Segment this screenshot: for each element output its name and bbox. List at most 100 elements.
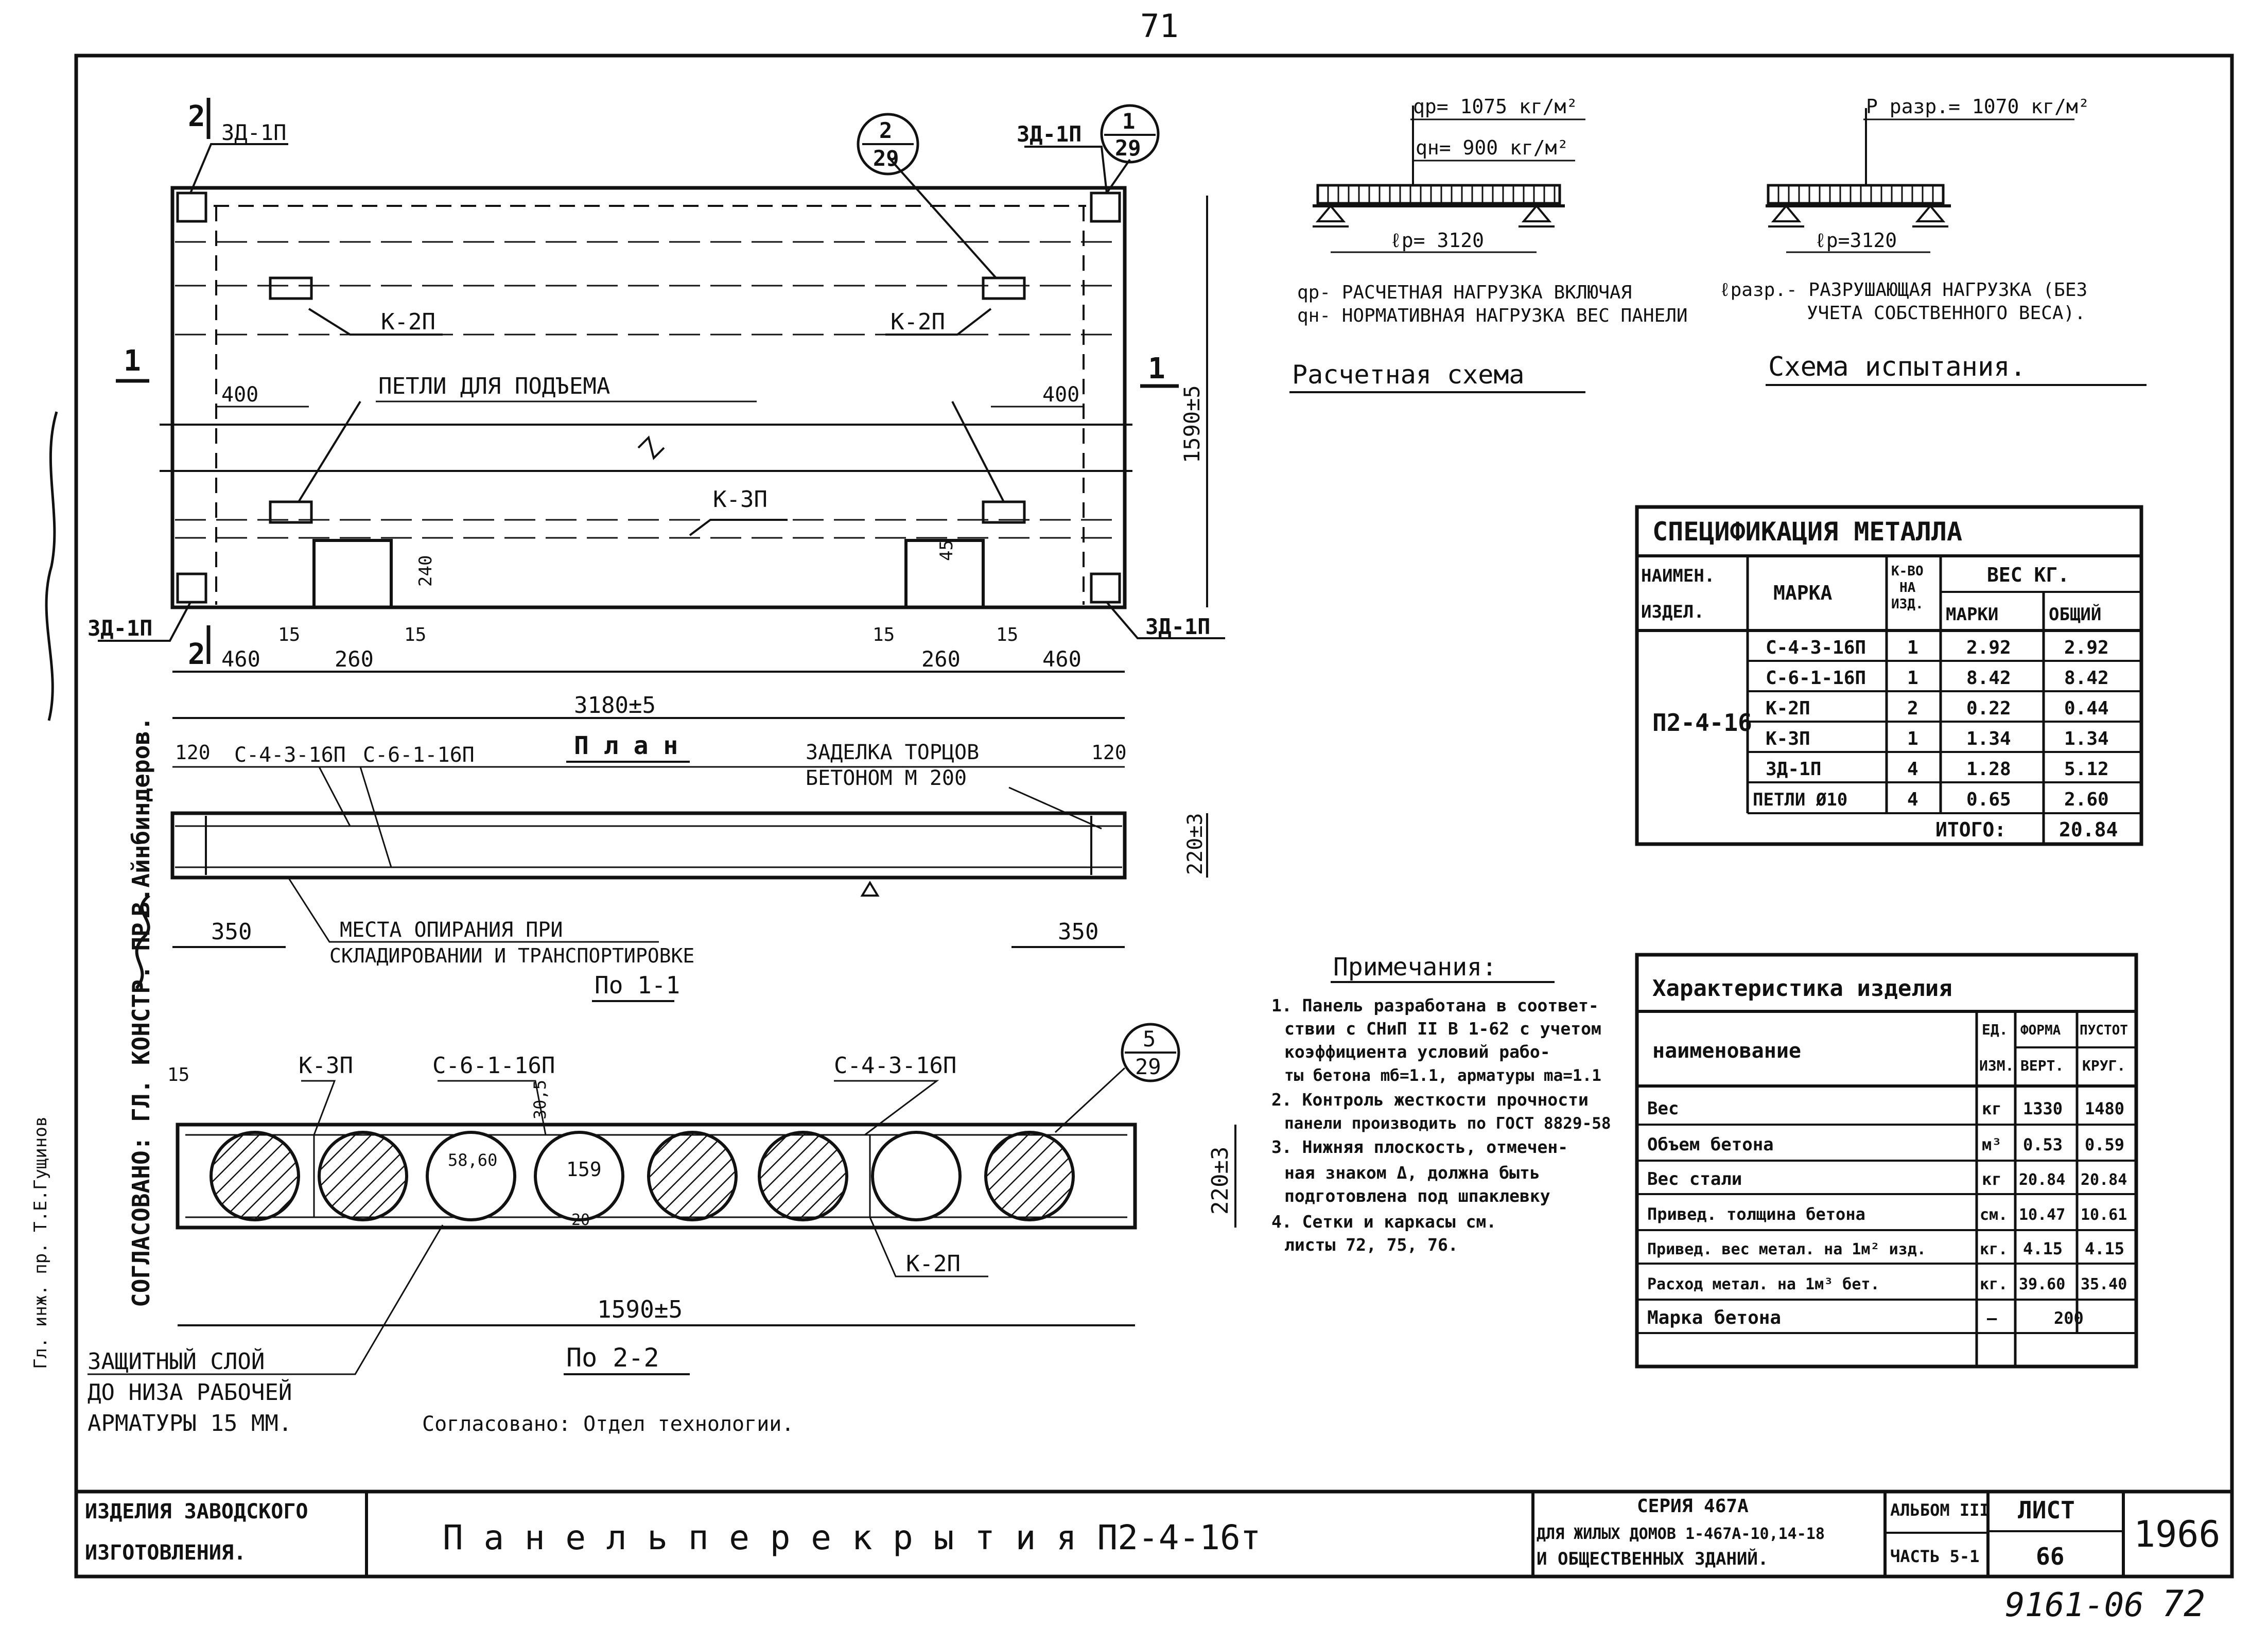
char-h-name: наименование [1652,1039,1801,1063]
spec-row-qty: 4 [1907,789,1918,810]
leader-loops-right [951,401,1005,502]
plan-caption: П л а н [574,731,678,760]
leader-zd-bottom-left [98,602,191,642]
dim-240: 240 [415,555,436,587]
dim-45: 45 [936,540,957,561]
note-line: 3. Нижняя плоскость, отмечен- [1271,1137,1568,1157]
page-number-top: 71 [1140,7,1179,45]
calc-support-left [1313,204,1349,227]
note-line: панели производить по ГОСТ 8829-58 [1284,1114,1611,1133]
leader-zd-bottom-right [1106,601,1225,639]
plan-break-mark [637,435,665,460]
char-row-v1: 200 [2054,1308,2084,1328]
s2-leader-cover [88,1224,444,1375]
tb-left-2: ИЗГОТОВЛЕНИЯ. [85,1541,246,1565]
spec-row-wm: 0.22 [1966,698,2011,719]
s2-leader-c4 [834,1080,939,1136]
spec-row-mark: 3Д-1П [1766,759,1821,780]
spec-outline [1635,505,2143,846]
char-row-unit: м³ [1982,1135,2002,1154]
page-number-bottom: 72 [2162,1583,2205,1625]
char-h-krug: КРУГ. [2082,1057,2125,1074]
s1-bottom-mark-triangle [860,881,880,897]
char-row-v2: 0.59 [2085,1135,2124,1154]
tb-album-1: АЛЬБОМ III [1890,1500,1990,1520]
spec-row-wt: 8.42 [2064,668,2109,689]
s1-leader-support [287,877,659,943]
dim-1590-plan: 1590±5 [1179,385,1205,463]
s2-leader-k2 [869,1217,988,1277]
lifting-loop-1 [269,276,313,300]
left-margin-stamps: СОГЛАСОВАНО: ГЛ. КОНСТР. ПР. В.Айнбиндер… [30,411,155,1369]
test-support-right [1912,204,1948,227]
spec-h-qty-2: НА [1899,580,1916,595]
spec-row-mark: К-3П [1766,728,1810,749]
label-zd-top-left: 3Д-1П [221,120,286,145]
test-p: Р разр.= 1070 кг/м² [1866,95,2090,118]
char-row-unit: кг [1982,1099,2002,1118]
char-h-unit-2: ИЗМ. [1979,1057,2014,1074]
s2-hollow-cores [210,1131,1075,1221]
s2-dim-30-5: 30,5 [530,1080,550,1119]
char-row-name: Вес стали [1647,1169,1742,1189]
char-row-unit: кг [1982,1169,2002,1189]
s1-panel-outline [170,811,1127,880]
s1-caption: По 1-1 [595,971,680,999]
s2-ref-bubble-den: 29 [1135,1054,1161,1079]
zd-embed-bottom-right [1090,572,1121,604]
cut-label-2-top: 2 [188,100,205,133]
spec-row-wt: 1.34 [2064,728,2109,749]
s2-cover-3: АРМАТУРЫ 15 ММ. [88,1410,292,1437]
spec-total: 20.84 [2059,818,2118,841]
char-row-unit: — [1987,1308,1997,1328]
spec-h-w-mark: МАРКИ [1946,604,1998,625]
spec-row-mark: С-6-1-16П [1766,668,1866,689]
tb-sheet-num: 66 [2036,1543,2064,1570]
calc-scheme: qр= 1075 кг/м² qн= 900 кг/м² ℓр= 3120 qр… [1289,95,1688,393]
lifting-loop-2 [982,276,1026,300]
tb-series-3: И ОБЩЕСТВЕННЫХ ЗДАНИЙ. [1537,1548,1768,1569]
char-row-name: Марка бетона [1647,1307,1781,1328]
plan-panel-outline [170,186,1127,609]
hollow-core [758,1131,848,1221]
agreed-technology: Согласовано: Отдел технологии. [422,1412,794,1436]
char-h-pustot: ПУСТОТ [2080,1023,2128,1038]
hollow-core-empty [534,1131,624,1221]
char-h-unit-1: ЕД. [1982,1021,2008,1038]
tb-sheet-label: ЛИСТ [2018,1496,2075,1524]
note-line: подготовлена под шпаклевку [1284,1186,1550,1206]
note-line: ствии с СНиП II В 1-62 с учетом [1284,1019,1601,1039]
label-k3: К-3П [713,486,767,513]
title-block: ИЗДЕЛИЯ ЗАВОДСКОГО ИЗГОТОВЛЕНИЯ. П а н е… [85,1496,2221,1570]
zd-embed-top-left [176,191,207,223]
calc-legend-1: qр- РАСЧЕТНАЯ НАГРУЗКА ВКЛЮЧАЯ [1297,282,1632,303]
dim-15-b: 15 [404,624,426,645]
char-h-vert: ВЕРТ. [2020,1057,2064,1074]
note-line: 2. Контроль жесткости прочности [1271,1090,1589,1110]
tb-title: П а н е л ь п е р е к р ы т и я П2-4-16т [443,1518,1261,1557]
s1-end-seal-2: БЕТОНОМ М 200 [806,766,967,790]
hollow-core-empty [871,1131,962,1221]
spec-row-wt: 5.12 [2064,759,2109,780]
s2-ref-bubble-5-29 [1121,1023,1180,1082]
test-lp: ℓр=3120 [1815,229,1897,252]
spec-row-qty: 4 [1907,759,1918,780]
ref-bubble-2-29-num: 2 [879,118,892,143]
s1-dim-120-left: 120 [175,741,211,764]
tb-series-2: ДЛЯ ЖИЛЫХ ДОМОВ 1-467А-10,14-18 [1537,1525,1825,1543]
s2-dim-58-60: 58,60 [448,1150,497,1170]
dim-460-left: 460 [221,646,260,672]
s2-ref-bubble-leader [1054,1067,1126,1133]
tb-left-1: ИЗДЕЛИЯ ЗАВОДСКОГО [85,1500,308,1523]
leader-k2-right [885,308,992,336]
margin-handwritten-signature [45,411,58,721]
spec-row-mark: С-4-3-16П [1766,637,1866,658]
hollow-core [210,1131,300,1221]
agreed-signature-name: В.Айнбиндеров. [127,716,155,916]
tb-year: 1966 [2134,1513,2221,1555]
tb-series-1: СЕРИЯ 467А [1637,1496,1749,1517]
calc-load-ticks [1327,185,1556,203]
ref-bubble-1-29-num: 1 [1122,109,1135,134]
char-row-v1: 39.60 [2019,1275,2065,1293]
